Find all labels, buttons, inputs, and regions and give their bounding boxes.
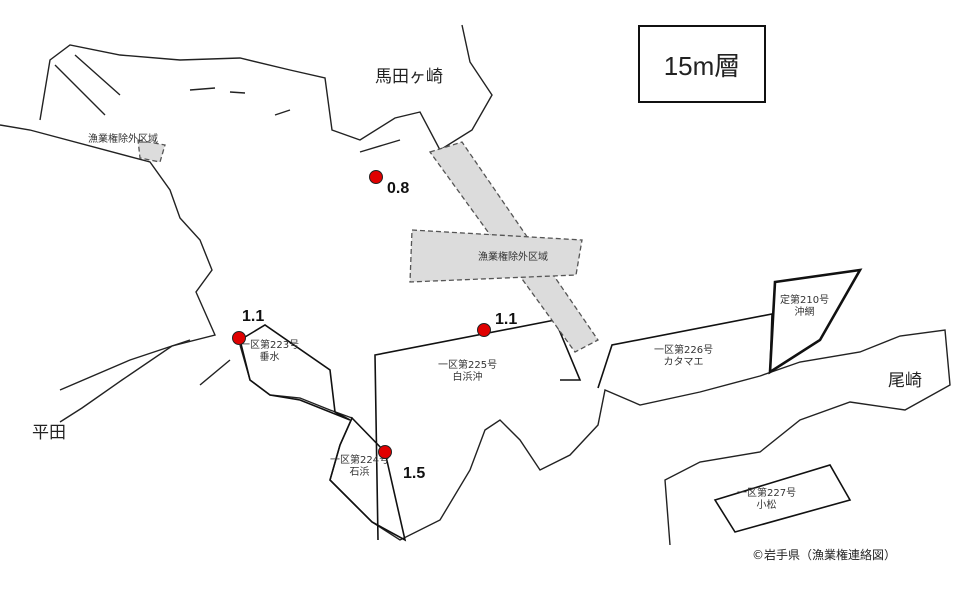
place-umadagasaki: 馬田ヶ崎 [375,67,443,87]
measurement-point [378,445,392,459]
area-name: 小松 [756,500,777,511]
measurement-point [232,331,246,345]
area-label-210: 定第210号沖網 [780,295,829,319]
measurement-value: 1.1 [242,308,265,325]
area-label-227: 一区第227号小松 [737,488,796,512]
measurement-value: 0.8 [387,180,410,197]
west-coastline [0,124,216,423]
place-ozaki: 尾崎 [888,371,922,391]
harbor-outline [39,24,493,151]
exclusion-label-west: 漁業権除外区域 [88,134,158,145]
area-id: 一区第226号 [654,345,714,356]
measurement-point [477,323,491,337]
area-name: 白浜沖 [452,372,483,383]
area-label-225: 一区第225号白浜沖 [438,360,497,384]
area-name: 石浜 [349,467,370,478]
measurement-value: 1.5 [403,465,426,482]
south-coastline [239,329,951,546]
area-227 [713,464,852,533]
area-id: 一区第225号 [438,360,498,371]
copyright: ©岩手県（漁業権連絡図） [752,548,897,562]
area-210 [768,268,863,375]
measurement-point [369,170,383,184]
area-id: 一区第227号 [737,488,797,499]
area-224 [329,416,407,542]
depth-layer-title: 15m層 [638,25,766,103]
place-hirata: 平田 [32,423,66,443]
area-223 [239,324,351,421]
area-name: 垂水 [259,352,280,363]
exclusion-label-center: 漁業権除外区域 [478,252,548,263]
measurement-value: 1.1 [495,311,518,328]
area-id: 定第210号 [780,295,830,306]
area-label-226: 一区第226号カタマエ [654,345,713,369]
area-label-224: 一区第224号石浜 [330,455,389,479]
exclusion-zone-west [137,139,166,163]
area-id: 一区第224号 [330,455,390,466]
area-225 [374,319,582,541]
area-id: 一区第223号 [240,340,300,351]
area-name: カタマエ [663,357,704,368]
exclusion-zone-cross [409,229,583,283]
area-name: 沖網 [794,307,815,318]
area-label-223: 一区第223号垂水 [240,340,299,364]
